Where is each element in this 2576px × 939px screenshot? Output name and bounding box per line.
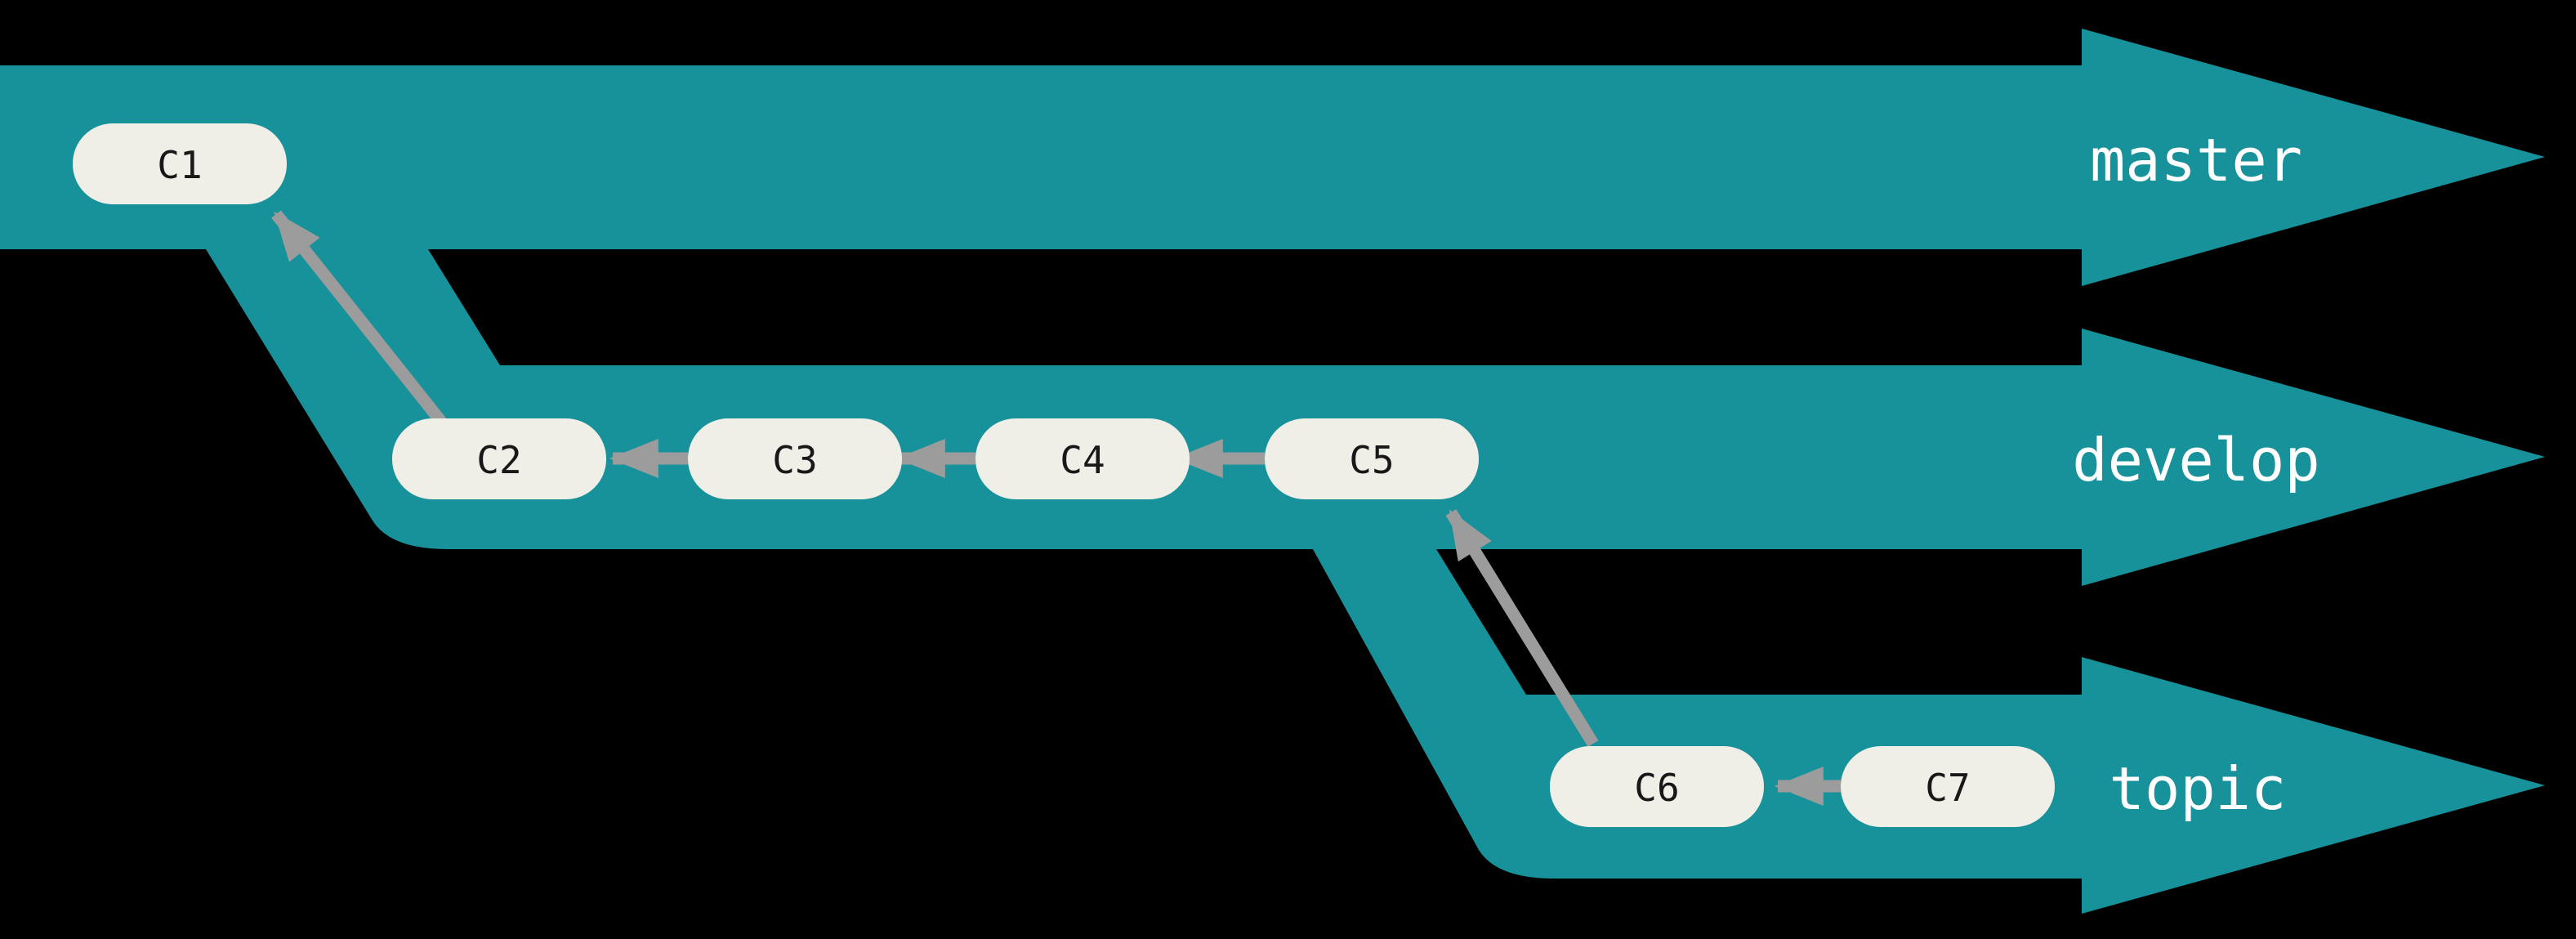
commit-pill — [392, 418, 606, 499]
commit-node-c6: C6 — [1550, 746, 1764, 827]
commit-label: C7 — [1925, 766, 1970, 810]
parent-arrow-c6-to-c5 — [1445, 509, 1599, 747]
commit-pill — [1550, 746, 1764, 827]
develop-branch-band — [206, 249, 2545, 586]
commit-node-c7: C7 — [1841, 746, 2055, 827]
commit-label: C6 — [1634, 766, 1679, 810]
branch-label-topic: topic — [2109, 754, 2287, 823]
commit-pill — [1265, 418, 1479, 499]
commit-label: C4 — [1060, 438, 1105, 482]
commit-label: C3 — [772, 438, 817, 482]
commit-label: C5 — [1349, 438, 1394, 482]
master-branch-band — [0, 29, 2545, 286]
commit-node-c1: C1 — [73, 123, 287, 204]
commit-label: C2 — [476, 438, 521, 482]
commit-label: C1 — [157, 143, 202, 187]
commit-pill — [975, 418, 1190, 499]
commit-node-c5: C5 — [1265, 418, 1479, 499]
topic-branch-band — [1313, 549, 2545, 914]
commit-pill — [73, 123, 287, 204]
branch-label-develop: develop — [2072, 426, 2319, 494]
parent-arrow-c2-to-c1 — [271, 210, 446, 426]
commit-pill — [688, 418, 902, 499]
commit-node-c4: C4 — [975, 418, 1190, 499]
commit-node-c3: C3 — [688, 418, 902, 499]
branch-label-master: master — [2090, 126, 2302, 195]
commit-pill — [1841, 746, 2055, 827]
commit-node-c2: C2 — [392, 418, 606, 499]
